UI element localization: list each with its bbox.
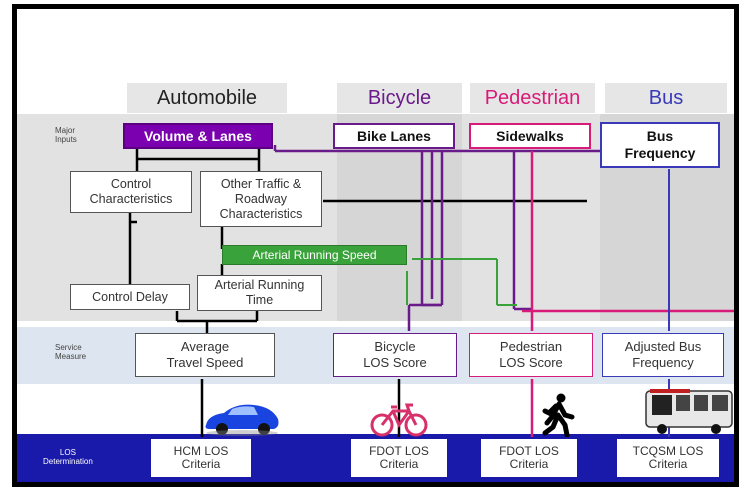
volume-lanes-box: Volume & Lanes	[123, 123, 273, 149]
fdot-bicycle-los-criteria-box: FDOT LOS Criteria	[349, 437, 449, 479]
pedestrian-los-score-box: Pedestrian LOS Score	[469, 333, 593, 377]
arterial-running-time-box: Arterial Running Time	[197, 275, 322, 311]
average-travel-speed-box: Average Travel Speed	[135, 333, 275, 377]
arterial-running-speed-box: Arterial Running Speed	[222, 245, 407, 265]
control-delay-box: Control Delay	[70, 284, 190, 310]
fdot-pedestrian-los-criteria-box: FDOT LOS Criteria	[479, 437, 579, 479]
header-bicycle: Bicycle	[337, 83, 462, 113]
diagram-frame: Automobile Bicycle Pedestrian Bus Major …	[12, 4, 739, 487]
row-label-los-determination: LOS Determination	[43, 448, 93, 466]
hcm-los-criteria-box: HCM LOS Criteria	[149, 437, 253, 479]
header-automobile: Automobile	[127, 83, 287, 113]
bicycle-icon	[370, 403, 428, 437]
header-pedestrian: Pedestrian	[470, 83, 595, 113]
row-label-service-measure: Service Measure	[55, 343, 87, 361]
header-bus: Bus	[605, 83, 727, 113]
bicycle-los-score-box: Bicycle LOS Score	[333, 333, 457, 377]
bike-lanes-box: Bike Lanes	[333, 123, 455, 149]
adjusted-bus-frequency-box: Adjusted Bus Frequency	[602, 333, 724, 377]
control-characteristics-box: Control Characteristics	[70, 171, 192, 213]
sidewalks-box: Sidewalks	[469, 123, 591, 149]
car-icon	[205, 404, 279, 436]
tcqsm-los-criteria-box: TCQSM LOS Criteria	[615, 437, 721, 479]
other-traffic-box: Other Traffic & Roadway Characteristics	[200, 171, 322, 227]
bus-frequency-box: Bus Frequency	[600, 122, 720, 168]
pedestrian-icon	[542, 393, 575, 437]
row-label-major-inputs: Major Inputs	[55, 126, 77, 144]
bus-icon	[645, 389, 733, 434]
